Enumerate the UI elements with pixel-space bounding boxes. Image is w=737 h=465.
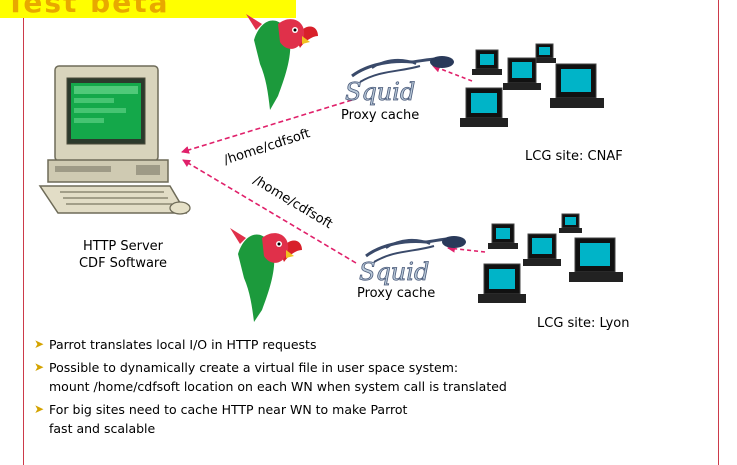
computer-icon	[460, 87, 508, 127]
squid-logo-icon: Squid	[345, 56, 454, 106]
arrow-cnaf-to-proxy	[432, 64, 473, 82]
server-label-line: CDF Software	[78, 256, 167, 271]
slide-title-text: Test beta	[6, 0, 170, 18]
arrow-proxy-top-to-server	[181, 99, 353, 154]
server-computer-icon	[38, 65, 191, 215]
server-label: HTTP Server CDF Software	[58, 238, 188, 272]
server-label-line: HTTP Server	[82, 239, 164, 254]
squid-logo-icon: Squid	[359, 236, 466, 286]
bullet-arrow-icon: ➤	[34, 360, 45, 374]
arrow-lyon-to-proxy	[447, 244, 486, 253]
site-label-lyon: LCG site: Lyon	[537, 316, 630, 331]
slide-title: Test beta	[0, 0, 296, 18]
computer-icon	[503, 57, 541, 90]
arrow-proxy-bottom-to-server	[182, 159, 357, 264]
bullet-text: For big sites need to cache HTTP near WN…	[49, 402, 408, 417]
svg-text:Squid: Squid	[345, 78, 415, 106]
bullet-arrow-icon: ➤	[34, 337, 45, 351]
site-label-cnaf: LCG site: CNAF	[525, 149, 623, 164]
bullet-list: ➤ Parrot translates local I/O in HTTP re…	[34, 335, 714, 442]
computer-icon	[569, 237, 623, 282]
bullet-text: fast and scalable	[49, 421, 156, 436]
bullet-arrow-icon: ➤	[34, 402, 45, 416]
bullet-item: ➤ For big sites need to cache HTTP near …	[34, 400, 714, 438]
proxy-cache-label-top: Proxy cache	[341, 108, 420, 123]
computer-icon	[478, 263, 526, 303]
computer-icon	[488, 223, 518, 249]
bullet-text: Possible to dynamically create a virtual…	[49, 360, 459, 375]
bullet-text: mount /home/cdfsoft location on each WN …	[49, 379, 507, 394]
frame-left-line	[23, 18, 24, 465]
computer-icon	[523, 233, 561, 266]
bullet-item: ➤ Possible to dynamically create a virtu…	[34, 358, 714, 396]
computer-icon	[472, 49, 502, 75]
workstation-cluster-icon	[478, 213, 623, 303]
proxy-cache-label-bottom: Proxy cache	[357, 286, 436, 301]
computer-icon	[559, 213, 582, 233]
computer-icon	[550, 63, 604, 108]
parrot-icon	[246, 14, 318, 110]
svg-text:Squid: Squid	[359, 258, 429, 286]
computer-icon	[533, 43, 556, 63]
workstation-cluster-icon	[460, 43, 604, 127]
bullet-text: Parrot translates local I/O in HTTP requ…	[49, 337, 317, 352]
parrot-icon	[230, 228, 302, 322]
frame-right-line	[718, 0, 719, 465]
bullet-item: ➤ Parrot translates local I/O in HTTP re…	[34, 335, 714, 354]
